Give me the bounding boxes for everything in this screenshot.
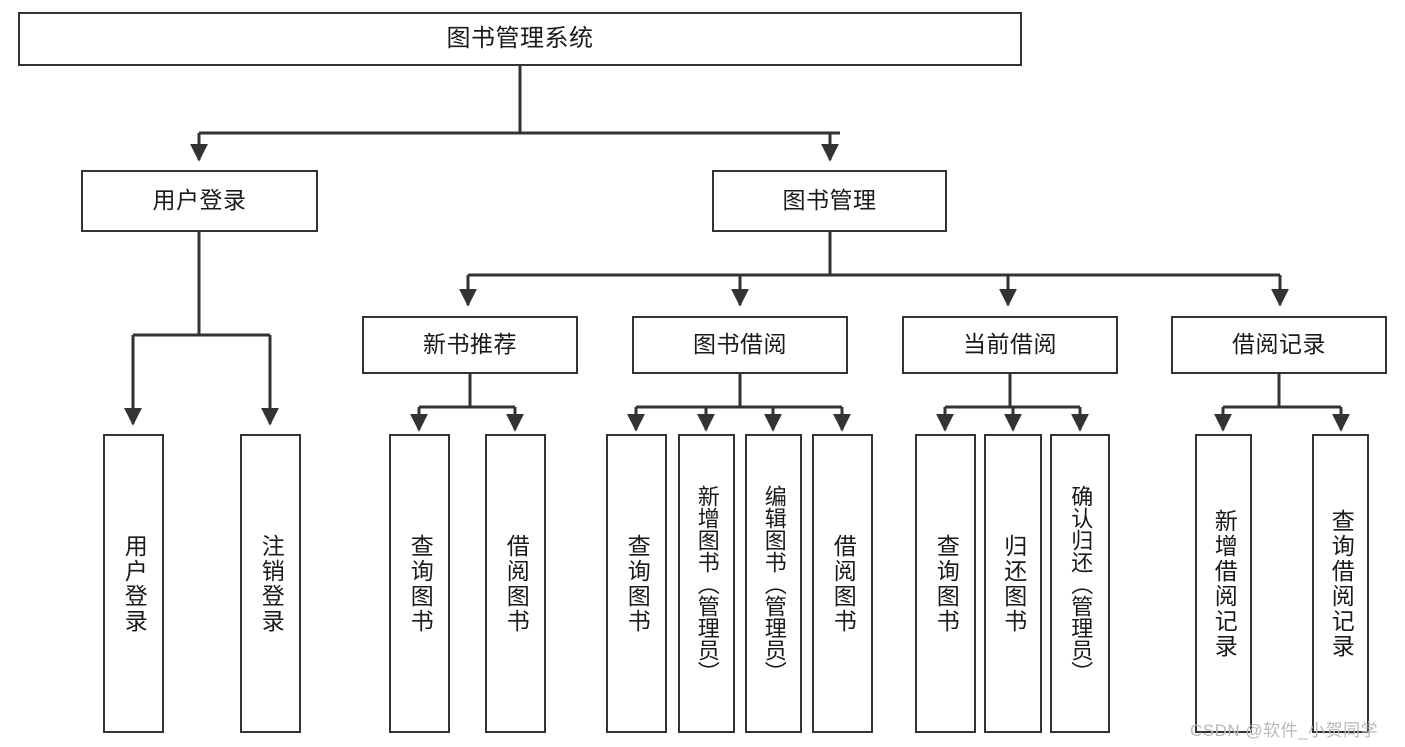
node-new-book-recommend[interactable]: 新书推荐 [362, 316, 578, 374]
node-borrow-record[interactable]: 借阅记录 [1171, 316, 1387, 374]
leaf-query-book-borrow[interactable]: 查询图书 [606, 434, 667, 733]
node-book-borrow[interactable]: 图书借阅 [632, 316, 848, 374]
leaf-query-book-current[interactable]: 查询图书 [915, 434, 976, 733]
leaf-add-borrow-record[interactable]: 新增借阅记录 [1195, 434, 1252, 733]
leaf-add-book-admin[interactable]: 新增图书（管理员） [678, 434, 735, 733]
leaf-user-login[interactable]: 用户登录 [103, 434, 164, 733]
leaf-borrow-book-borrow[interactable]: 借阅图书 [812, 434, 873, 733]
csdn-watermark: CSDN @软件_小贺同学 [1190, 721, 1379, 740]
leaf-confirm-return-admin[interactable]: 确认归还（管理员） [1050, 434, 1110, 733]
node-book-management[interactable]: 图书管理 [712, 170, 947, 232]
node-user-login[interactable]: 用户登录 [81, 170, 318, 232]
leaf-borrow-book-recommend[interactable]: 借阅图书 [485, 434, 546, 733]
node-current-borrow[interactable]: 当前借阅 [902, 316, 1118, 374]
leaf-query-borrow-record[interactable]: 查询借阅记录 [1312, 434, 1369, 733]
leaf-user-logout[interactable]: 注销登录 [240, 434, 301, 733]
leaf-edit-book-admin[interactable]: 编辑图书（管理员） [745, 434, 802, 733]
node-root-system[interactable]: 图书管理系统 [18, 12, 1022, 66]
leaf-query-book-recommend[interactable]: 查询图书 [389, 434, 450, 733]
leaf-return-book[interactable]: 归还图书 [984, 434, 1042, 733]
